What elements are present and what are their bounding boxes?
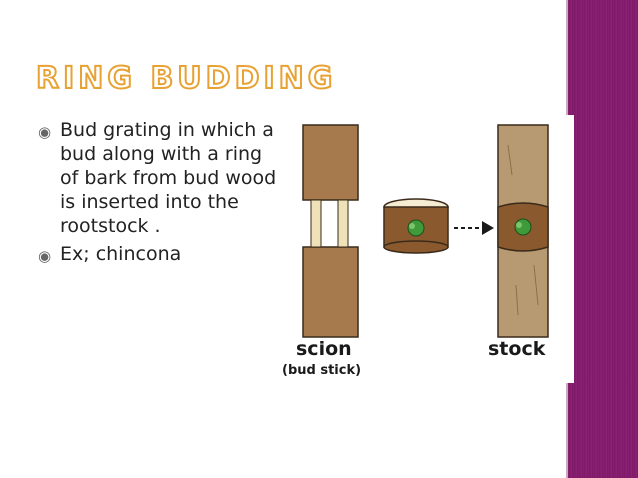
ring-budding-illustration: scion (bud stick) stock	[276, 115, 574, 383]
target-bullet-icon: ◉	[38, 123, 52, 141]
arrow-icon	[454, 221, 494, 235]
decorative-sidebar	[566, 0, 638, 478]
bullet-item: ◉ Ex; chincona	[38, 242, 278, 266]
scion-label: scion	[296, 338, 352, 360]
target-bullet-icon: ◉	[38, 247, 52, 265]
bullet-item: ◉ Bud grating in which a bud along with …	[38, 118, 278, 238]
bullet-text: Bud grating in which a bud along with a …	[60, 119, 277, 237]
stock-trunk	[497, 124, 549, 338]
ring-budding-diagram: scion (bud stick) stock	[282, 124, 549, 378]
bullet-list: ◉ Bud grating in which a bud along with …	[38, 118, 278, 270]
stock-label: stock	[488, 338, 546, 360]
bullet-text: Ex; chincona	[60, 243, 182, 265]
scion-sublabel: (bud stick)	[282, 363, 361, 378]
scion-stick	[302, 124, 359, 338]
bark-ring-with-bud	[383, 198, 449, 254]
slide-title: RING BUDDING	[35, 61, 337, 96]
